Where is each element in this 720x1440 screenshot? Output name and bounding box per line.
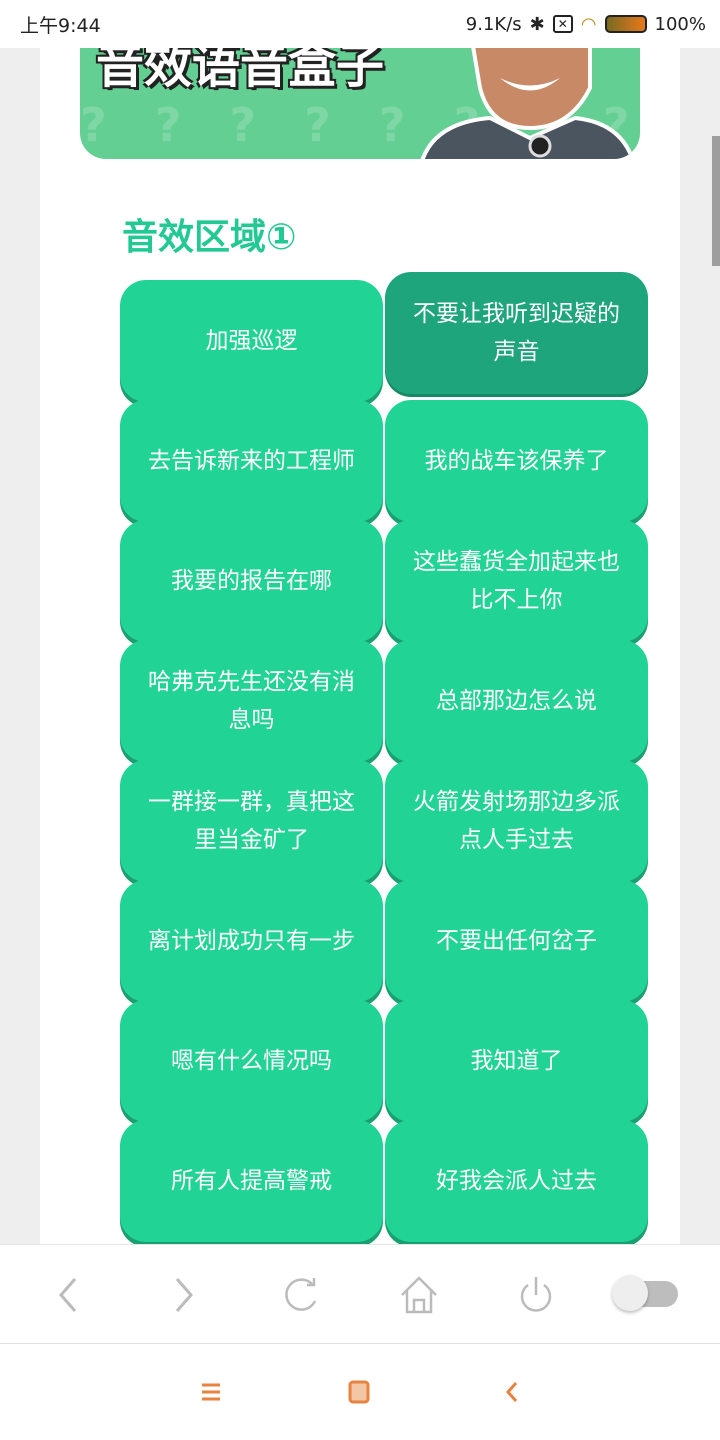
forward-button[interactable] — [162, 1273, 206, 1317]
sound-button[interactable]: 火箭发射场那边多派点人手过去 — [385, 760, 648, 882]
browser-toolbar — [0, 1244, 720, 1344]
sound-button-label: 嗯有什么情况吗 — [171, 1048, 332, 1074]
power-button[interactable] — [514, 1273, 558, 1317]
sound-button[interactable]: 我要的报告在哪 — [120, 520, 383, 642]
sound-button-label: 我的战车该保养了 — [424, 448, 609, 474]
net-speed: 9.1K/s — [465, 13, 522, 35]
sound-button[interactable]: 我的战车该保养了 — [385, 400, 648, 522]
sound-button-label: 好我会派人过去 — [436, 1168, 597, 1194]
sound-button[interactable]: 总部那边怎么说 — [385, 640, 648, 762]
sound-button-label: 我要的报告在哪 — [171, 568, 332, 594]
sound-button[interactable]: 嗯有什么情况吗 — [120, 1000, 383, 1122]
sound-button-label: 我知道了 — [470, 1048, 563, 1074]
mode-toggle[interactable] — [612, 1275, 678, 1311]
sound-button[interactable]: 哈弗克先生还没有消息吗 — [120, 640, 383, 762]
back-button[interactable] — [46, 1273, 90, 1317]
sound-button-label: 不要让我听到迟疑的声音 — [413, 301, 620, 365]
sound-button[interactable]: 离计划成功只有一步 — [120, 880, 383, 1002]
battery-icon — [604, 15, 647, 33]
sound-button[interactable]: 所有人提高警戒 — [120, 1120, 383, 1242]
sound-button[interactable]: 加强巡逻 — [120, 280, 383, 402]
content-card: ? ? ? ? ? ? ? ? ? ? 音效语音盒子 音效区域① 加强巡逻 不要让… — [40, 48, 680, 1244]
status-time: 上午9:44 — [20, 14, 101, 37]
sound-button-label: 哈弗克先生还没有消息吗 — [148, 669, 355, 733]
home-nav-button[interactable] — [344, 1377, 374, 1407]
sound-button-label: 火箭发射场那边多派点人手过去 — [413, 789, 620, 853]
sound-button-label: 加强巡逻 — [205, 328, 298, 354]
person-illustration — [420, 48, 635, 159]
banner-image: ? ? ? ? ? ? ? ? ? ? 音效语音盒子 — [80, 48, 640, 159]
section-title: 音效区域① — [122, 217, 297, 258]
sim-off-icon: ✕ — [552, 15, 573, 33]
sound-button[interactable]: 这些蠢货全加起来也比不上你 — [385, 520, 648, 642]
banner-title: 音效语音盒子 — [96, 48, 385, 94]
sound-button-label: 总部那边怎么说 — [436, 688, 597, 714]
sound-button[interactable]: 我知道了 — [385, 1000, 648, 1122]
web-content: ? ? ? ? ? ? ? ? ? ? 音效语音盒子 音效区域① 加强巡逻 不要让… — [0, 48, 720, 1244]
sound-button-label: 所有人提高警戒 — [171, 1168, 332, 1194]
reload-icon — [285, 1278, 317, 1311]
system-nav-bar — [0, 1345, 720, 1440]
sound-button[interactable]: 去告诉新来的工程师 — [120, 400, 383, 522]
chevron-right-icon — [175, 1278, 193, 1312]
reload-button[interactable] — [280, 1273, 324, 1317]
sound-button[interactable]: 一群接一群，真把这里当金矿了 — [120, 760, 383, 882]
sound-button-label: 一群接一群，真把这里当金矿了 — [148, 789, 355, 853]
back-nav-button[interactable] — [497, 1377, 527, 1407]
power-icon — [520, 1277, 552, 1312]
sound-button[interactable]: 不要出任何岔子 — [385, 880, 648, 1002]
sound-button-label: 离计划成功只有一步 — [148, 928, 355, 954]
home-icon — [401, 1276, 437, 1314]
sound-button-label: 不要出任何岔子 — [436, 928, 597, 954]
scrollbar[interactable] — [712, 136, 720, 266]
home-button[interactable] — [397, 1273, 441, 1317]
sound-button[interactable]: 好我会派人过去 — [385, 1120, 648, 1242]
status-bar: 上午9:44 9.1K/s ✱ ✕ ◠ 100% — [0, 0, 720, 48]
sound-button[interactable]: 不要让我听到迟疑的声音 — [385, 272, 648, 394]
bluetooth-icon: ✱ — [529, 13, 545, 35]
menu-button[interactable] — [196, 1377, 226, 1407]
sound-button-label: 去告诉新来的工程师 — [148, 448, 355, 474]
wifi-icon: ◠ — [580, 13, 597, 35]
back-icon — [505, 1382, 518, 1402]
battery-level: 100% — [654, 13, 706, 35]
chevron-left-icon — [59, 1278, 77, 1312]
toggle-knob — [612, 1275, 648, 1311]
sound-button-label: 这些蠢货全加起来也比不上你 — [413, 549, 620, 613]
square-icon — [348, 1380, 370, 1404]
menu-icon — [202, 1383, 220, 1401]
